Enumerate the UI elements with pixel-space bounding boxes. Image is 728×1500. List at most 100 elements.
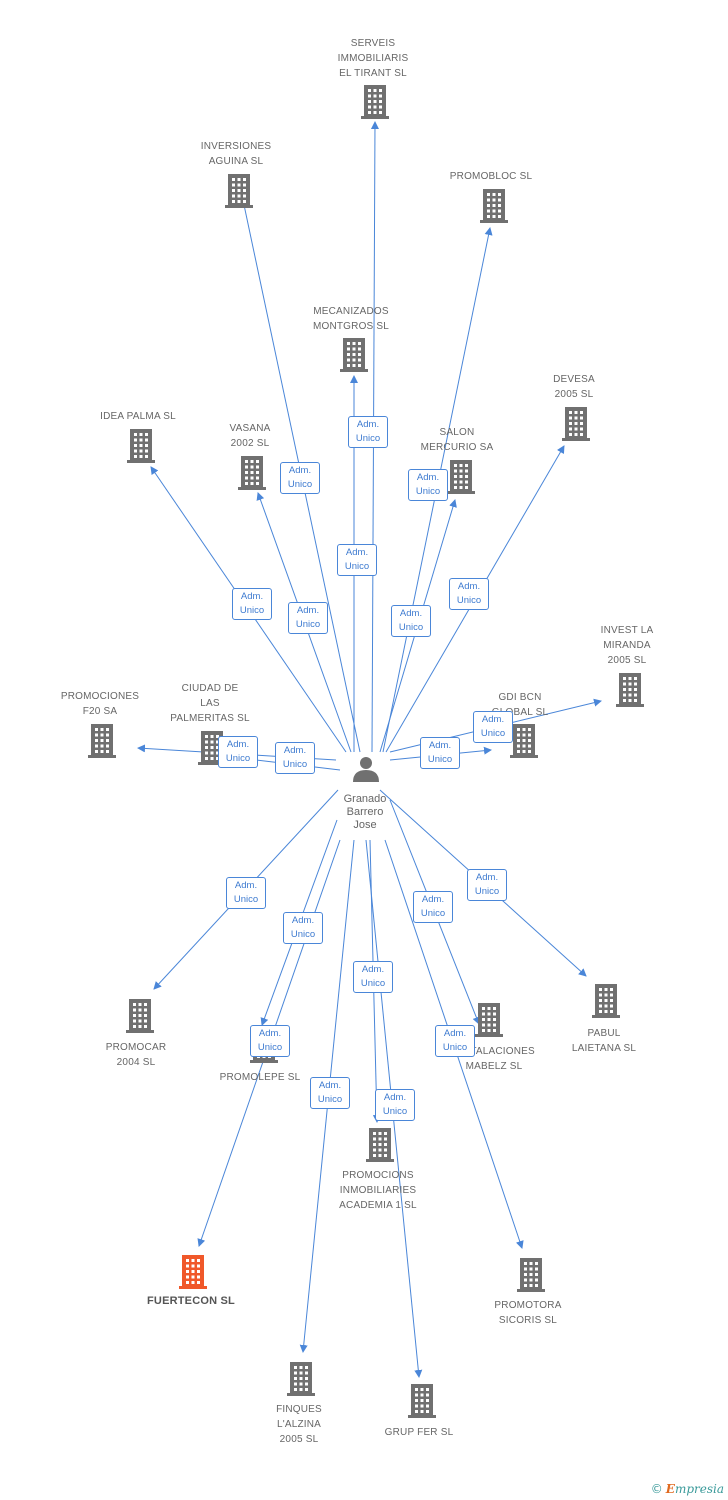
building-icon-inversiones[interactable] xyxy=(225,174,253,208)
company-label-line: SALON xyxy=(439,427,475,438)
role-badge-line: Unico xyxy=(233,894,259,905)
role-badge-finques[interactable]: Adm.Unico xyxy=(310,1077,350,1109)
company-label-grupfer[interactable]: GRUP FER SL xyxy=(354,1425,484,1440)
building-icon-promociones_f20[interactable] xyxy=(88,724,116,758)
company-label-line: GDI BCN xyxy=(498,692,542,703)
role-badge-academia[interactable]: Adm.Unico xyxy=(353,961,393,993)
role-badge-salon[interactable]: Adm.Unico xyxy=(391,605,431,637)
company-label-line: SICORIS SL xyxy=(498,1315,558,1326)
building-icon-idea[interactable] xyxy=(127,429,155,463)
role-badge-inversiones[interactable]: Adm.Unico xyxy=(280,462,320,494)
building-icon-fuertecon[interactable] xyxy=(179,1255,207,1289)
person-name-line: Barrero xyxy=(346,806,384,818)
role-badge-line: Adm. xyxy=(296,605,320,616)
role-badge-vasana[interactable]: Adm.Unico xyxy=(288,602,328,634)
building-icon-academia[interactable] xyxy=(366,1128,394,1162)
building-icon-salon[interactable] xyxy=(447,460,475,494)
role-badge-line: Adm. xyxy=(288,465,312,476)
building-icon-ciudad[interactable] xyxy=(198,731,226,765)
role-badge-promocar[interactable]: Adm.Unico xyxy=(226,877,266,909)
building-icon-mecanizados[interactable] xyxy=(340,338,368,372)
role-badge-promociones_f20[interactable]: Adm.Unico xyxy=(218,736,258,768)
role-badge-line: Unico xyxy=(480,728,506,739)
role-badge-instalaciones[interactable]: Adm.Unico xyxy=(413,891,453,923)
company-label-line: MONTGROS SL xyxy=(312,321,390,332)
person-icon[interactable] xyxy=(353,757,379,782)
role-badge-line: Unico xyxy=(474,886,500,897)
company-label-promolepe[interactable]: PROMOLEPE SL xyxy=(195,1070,325,1085)
company-label-promobloc[interactable]: PROMOBLOC SL xyxy=(426,169,556,184)
company-label-line: 2002 SL xyxy=(230,438,270,449)
company-label-fuertecon[interactable]: FUERTECON SL xyxy=(126,1294,256,1309)
role-badge-line: Adm. xyxy=(481,714,505,725)
company-label-line: INSTALACIONES xyxy=(453,1046,535,1057)
building-icon-gdi[interactable] xyxy=(510,724,538,758)
role-badge-idea[interactable]: Adm.Unico xyxy=(232,588,272,620)
company-label-line: 2005 SL xyxy=(607,655,647,666)
role-badge-line: Unico xyxy=(415,486,441,497)
role-badge-fuertecon[interactable]: Adm.Unico xyxy=(250,1025,290,1057)
company-label-salon[interactable]: SALON MERCURIO SA xyxy=(392,425,522,455)
company-label-line: MIRANDA xyxy=(603,640,651,651)
role-badge-devesa[interactable]: Adm.Unico xyxy=(449,578,489,610)
building-icon-grupfer[interactable] xyxy=(408,1384,436,1418)
empresia-logo[interactable]: ©Empresia xyxy=(651,1482,724,1496)
role-badge-line: Unico xyxy=(427,754,453,765)
building-icon-promobloc[interactable] xyxy=(480,189,508,223)
building-icon-devesa[interactable] xyxy=(562,407,590,441)
role-badge-line: Adm. xyxy=(258,1028,282,1039)
building-icon-invest[interactable] xyxy=(616,673,644,707)
building-icon-vasana[interactable] xyxy=(238,456,266,490)
role-badge-line: Unico xyxy=(382,1106,408,1117)
company-label-line: FINQUES xyxy=(276,1404,322,1415)
building-icon-serveis[interactable] xyxy=(361,85,389,119)
role-badge-ciudad[interactable]: Adm.Unico xyxy=(275,742,315,774)
company-label-line: PROMOBLOC SL xyxy=(449,171,533,182)
role-badge-line: Adm. xyxy=(428,740,452,751)
role-badge-line: Adm. xyxy=(399,608,423,619)
building-icon-pabul[interactable] xyxy=(592,984,620,1018)
role-badge-grupfer[interactable]: Adm. Unico xyxy=(375,1089,415,1121)
role-badge-sicoris[interactable]: Adm.Unico xyxy=(435,1025,475,1057)
building-icon-promocar[interactable] xyxy=(126,999,154,1033)
building-icon-instalaciones[interactable] xyxy=(475,1003,503,1037)
role-badge-mecanizados[interactable]: Adm.Unico xyxy=(337,544,377,576)
building-icon-finques[interactable] xyxy=(287,1362,315,1396)
role-badge-pabul[interactable]: Adm.Unico xyxy=(467,869,507,901)
copyright-symbol: © xyxy=(650,1482,663,1496)
role-badge-promolepe[interactable]: Adm.Unico xyxy=(283,912,323,944)
role-badge-line: Adm. xyxy=(318,1080,342,1091)
role-badge-line: Unico xyxy=(282,759,308,770)
role-badge-promobloc[interactable]: Adm.Unico xyxy=(408,469,448,501)
company-label-line: LAIETANA SL xyxy=(571,1043,637,1054)
brand-initial: E xyxy=(665,1482,675,1496)
role-badge-gdi[interactable]: Adm. Unico xyxy=(420,737,460,769)
role-badge-invest[interactable]: Adm. Unico xyxy=(473,711,513,743)
company-label-idea[interactable]: IDEA PALMA SL xyxy=(73,409,203,424)
role-badge-line: Adm. xyxy=(383,1092,407,1103)
building-icon-sicoris[interactable] xyxy=(517,1258,545,1292)
company-label-line: 2004 SL xyxy=(116,1057,156,1068)
role-badge-serveis[interactable]: Adm.Unico xyxy=(348,416,388,448)
company-label-line: PALMERITAS SL xyxy=(170,713,250,724)
role-badge-line: Unico xyxy=(442,1042,468,1053)
role-badge-line: Unico xyxy=(355,433,381,444)
company-label-line: MERCURIO SA xyxy=(420,442,494,453)
